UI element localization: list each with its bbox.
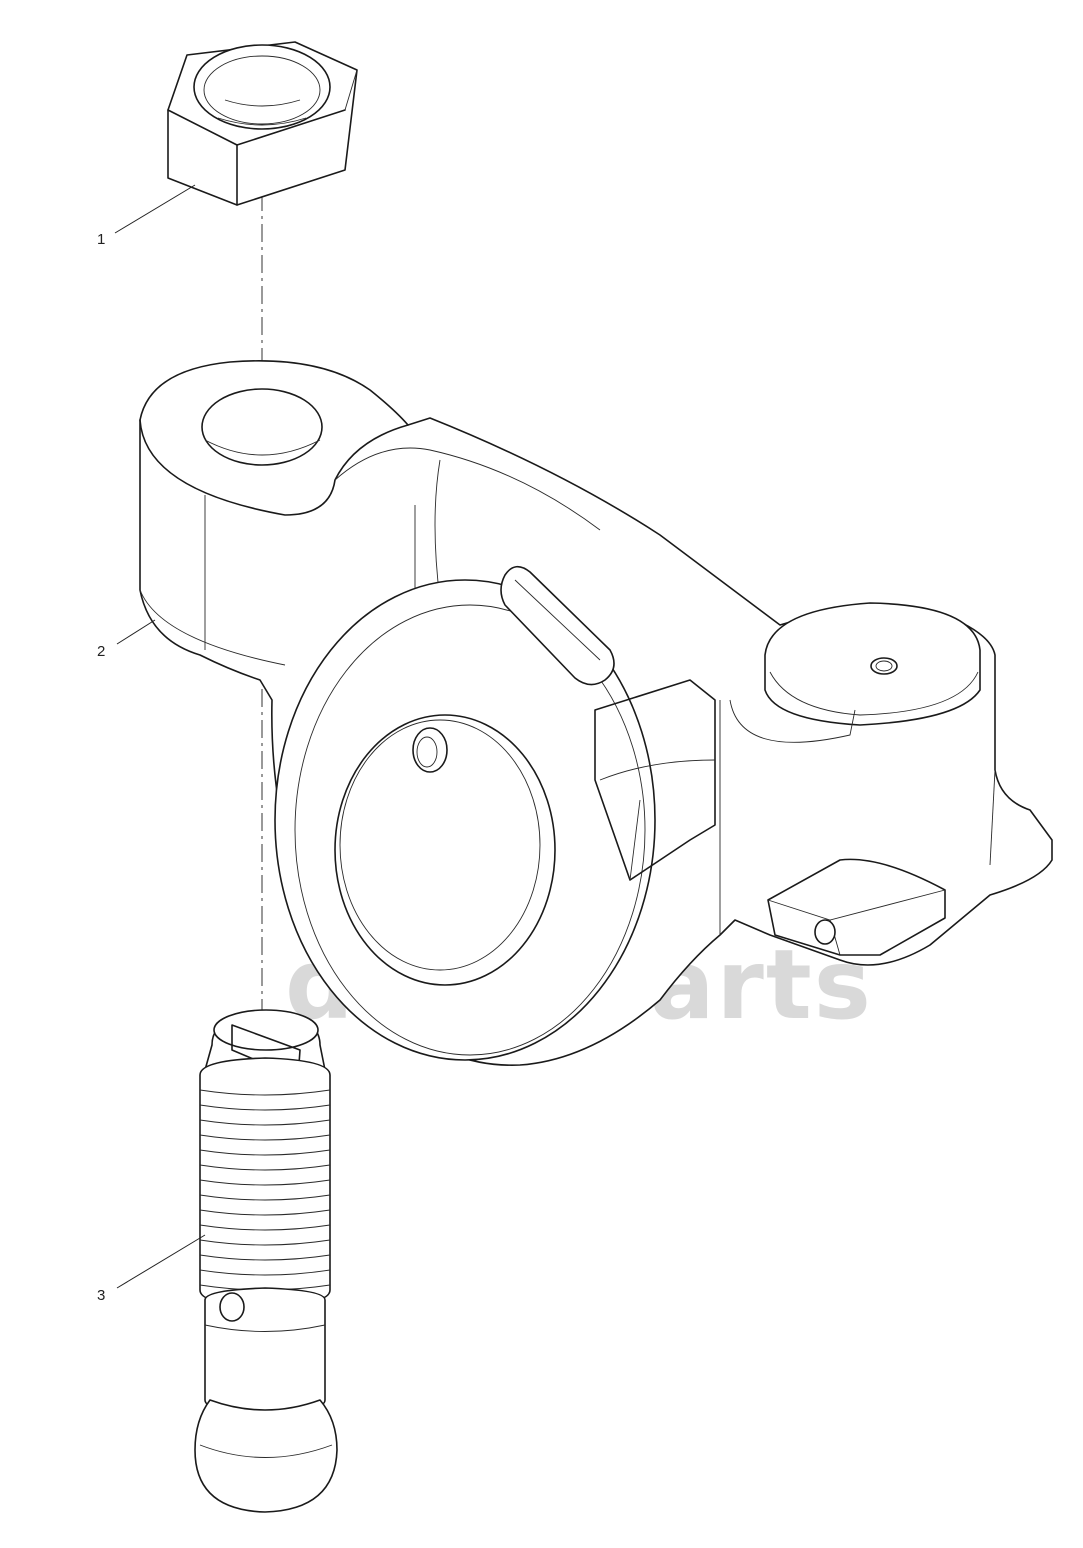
callout-2: 2 — [97, 619, 156, 660]
hex-nut-part — [167, 41, 358, 206]
callout-1: 1 — [97, 184, 196, 248]
rocker-arm-part — [139, 360, 1053, 1066]
adjusting-screw-part — [194, 1009, 338, 1513]
callout-1-label: 1 — [97, 231, 105, 248]
callout-2-label: 2 — [97, 643, 105, 660]
callout-3-label: 3 — [97, 1287, 105, 1304]
callout-3: 3 — [97, 1234, 206, 1304]
